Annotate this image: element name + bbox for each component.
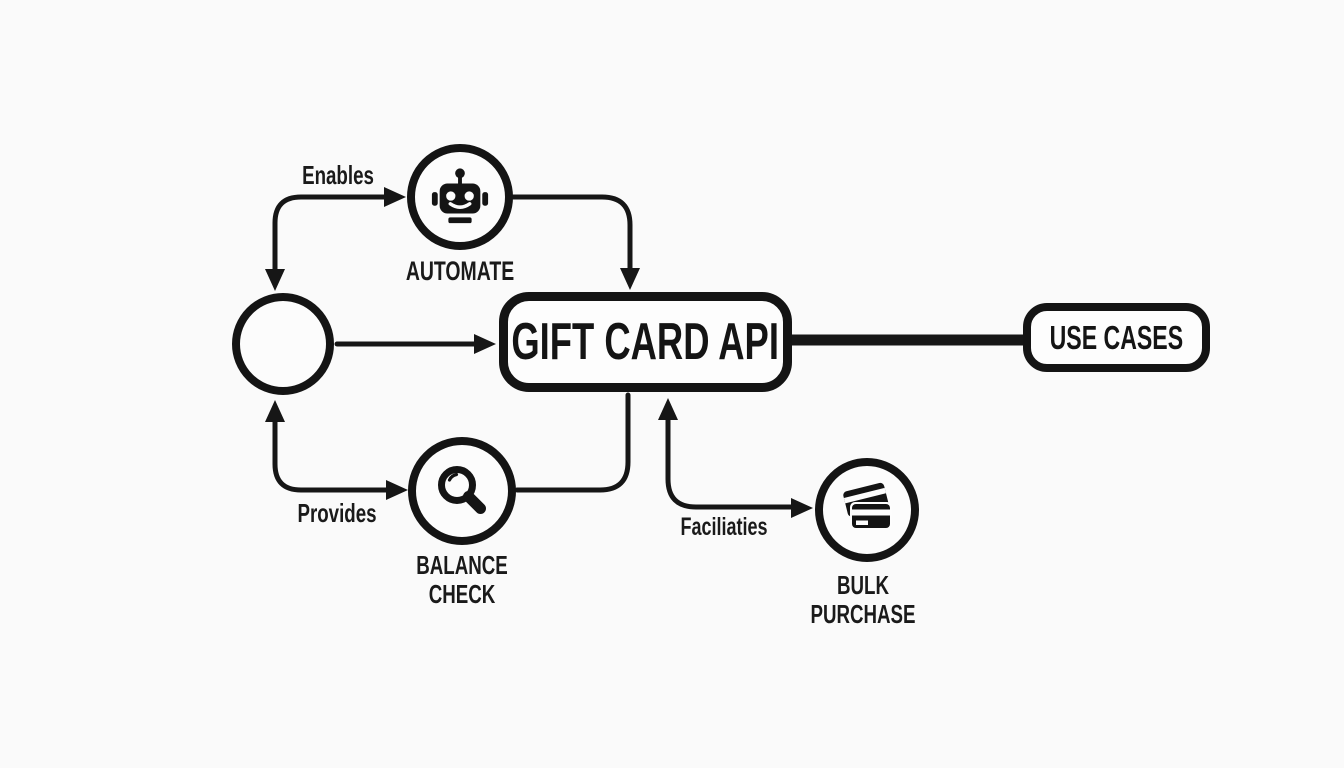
bulk-purchase-node [815, 458, 919, 562]
automate-node [407, 144, 513, 250]
arrowhead [620, 268, 640, 290]
edge-facilitates [658, 398, 813, 518]
hub-node [232, 293, 334, 395]
edge-hub-to-api [334, 334, 496, 354]
robot-icon [431, 168, 489, 224]
gift-card-api-node: GIFT CARD API [499, 292, 792, 392]
balance-check-node [408, 437, 516, 545]
edge-provides [265, 400, 408, 500]
arrowhead [384, 187, 406, 207]
use-cases-label: USE CASES [1049, 318, 1184, 356]
balance-check-label: BALANCE CHECK [416, 550, 508, 610]
gift-card-api-label: GIFT CARD API [511, 313, 780, 371]
use-cases-node: USE CASES [1023, 303, 1210, 372]
automate-label: AUTOMATE [405, 256, 515, 286]
arrowhead [265, 400, 285, 422]
arrowhead [791, 498, 813, 518]
edge-balance-to-api [514, 392, 631, 493]
arrowhead [386, 480, 408, 500]
credit-cards-icon [843, 482, 892, 530]
edge-automate-to-api [510, 194, 640, 290]
enables-label: Enables [302, 160, 374, 190]
arrowhead [265, 269, 285, 291]
bulk-purchase-label: BULK PURCHASE [810, 570, 916, 630]
facilitates-label: Faciliaties [680, 513, 768, 541]
provides-label: Provides [297, 498, 377, 528]
arrowhead [658, 398, 678, 420]
magnifier-icon [438, 466, 486, 514]
edge-enables [265, 187, 406, 291]
arrowhead [474, 334, 496, 354]
